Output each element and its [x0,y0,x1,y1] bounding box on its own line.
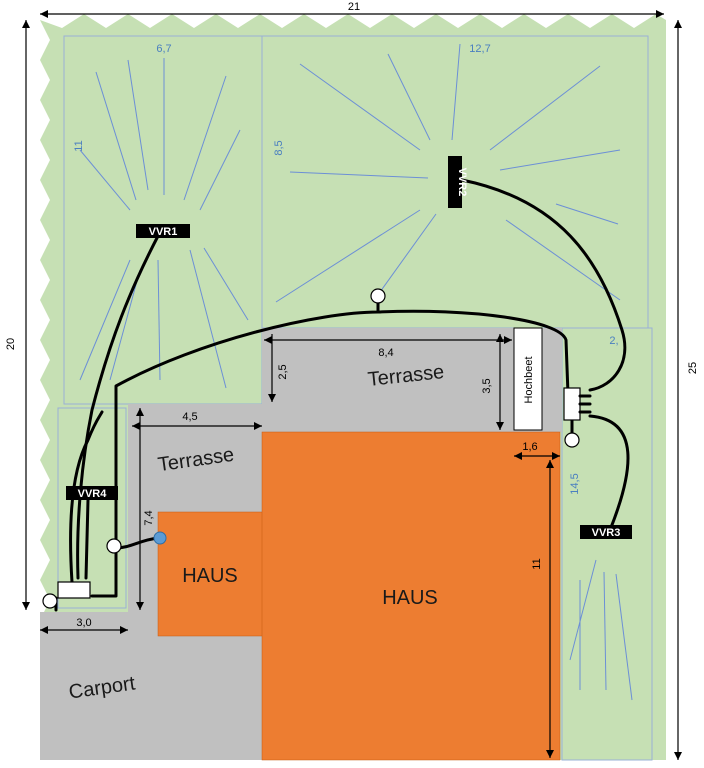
dim-terrace-left-depth: 7,4 [143,510,155,525]
zone-1-width-label: 6,7 [156,43,171,55]
water-outlet-right [564,432,580,448]
distributor-box-carport [57,581,91,599]
valve-vvr3: VVR3 [580,525,632,539]
zone-2-width-label: 12,7 [469,43,490,55]
zone-3-height-label: 14,5 [569,473,581,494]
house-connector [153,531,167,545]
raised-bed [513,327,543,431]
house-small-label: HAUS [182,565,238,587]
house-main-label: HAUS [382,587,438,609]
zone-1-spray-lines [79,58,249,389]
water-outlet-left [106,538,122,554]
zone-3-width-label: 2, [609,335,618,347]
zone-1-height-label: 11 [73,140,85,151]
valve-vvr3-label: VVR3 [592,527,621,539]
dim-carport-width: 3,0 [76,617,91,629]
valve-vvr1: VVR1 [136,224,190,238]
dim-terrace-top-depth2: 3,5 [481,378,493,393]
dim-terrace-top-width: 8,4 [378,347,393,359]
dim-house-gap: 1,6 [522,441,537,453]
zone-2-spray-lines [275,43,621,303]
carport-paving [40,612,128,760]
zone-2-height-label: 8,5 [273,140,285,155]
terrace-top-paving [262,328,562,432]
raised-bed-label: Hochbeet [523,356,535,403]
dim-terrace-top-depth: 2,5 [277,364,289,379]
distributor-box-main [563,387,581,421]
zone-3-outline [561,327,653,761]
dim-terrace-left-width: 4,5 [182,411,197,423]
house-small [157,511,265,637]
dim-house-height: 11 [531,558,543,569]
valve-vvr4: VVR4 [66,486,118,500]
water-outlet-carport [42,593,58,609]
dimension-lines [22,10,682,760]
irrigation-pipes [54,178,630,612]
dim-height-left: 20 [5,338,17,350]
dim-height-right: 25 [687,362,699,374]
water-outlet-top [370,288,386,304]
dim-width-total: 21 [348,1,360,13]
valve-vvr4-label: VVR4 [78,488,108,500]
house-main [261,431,561,761]
valve-vvr1-label: VVR1 [149,226,178,238]
valve-vvr2-label: VVR2 [456,168,468,197]
zone-3-spray-lines [569,559,633,701]
valve-vvr2: VVR2 [448,156,468,208]
